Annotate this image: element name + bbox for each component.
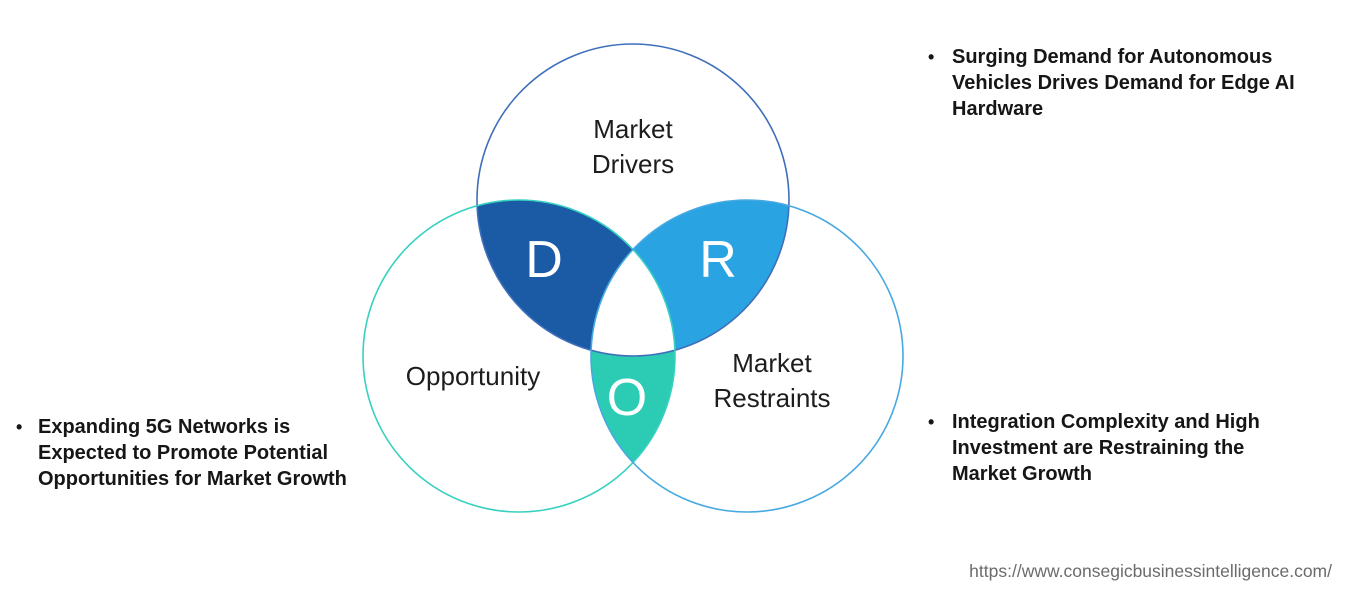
letter-d: D (525, 231, 563, 289)
region-d-fill (477, 200, 675, 356)
opportunity-circle-outline (362, 199, 676, 513)
bullet-drivers-text: Surging Demand for Autonomous Vehicles D… (952, 46, 1295, 120)
bullet-drivers: • Surging Demand for Autonomous Vehicles… (928, 44, 1332, 122)
source-url: https://www.consegicbusinessintelligence… (969, 561, 1332, 581)
bullet-restraints-text: Integration Complexity and High Investme… (952, 411, 1260, 485)
bullet-opportunity: • Expanding 5G Networks is Expected to P… (16, 414, 386, 492)
restraints-circle-outline (590, 199, 904, 513)
bullet-dot: • (928, 412, 935, 432)
letter-r: R (699, 231, 737, 289)
bullet-restraints: • Integration Complexity and High Invest… (928, 409, 1332, 487)
region-r-fill (591, 200, 789, 356)
drivers-circle-outline (476, 43, 790, 357)
label-market-drivers: Market Drivers (591, 114, 675, 179)
bullet-dot: • (928, 47, 935, 67)
bullet-opportunity-text: Expanding 5G Networks is Expected to Pro… (38, 416, 347, 490)
letter-o: O (607, 369, 647, 427)
bullet-dot: • (16, 417, 23, 437)
label-market-restraints: Market Restraints (713, 348, 831, 413)
label-opportunity: Opportunity (405, 361, 541, 391)
